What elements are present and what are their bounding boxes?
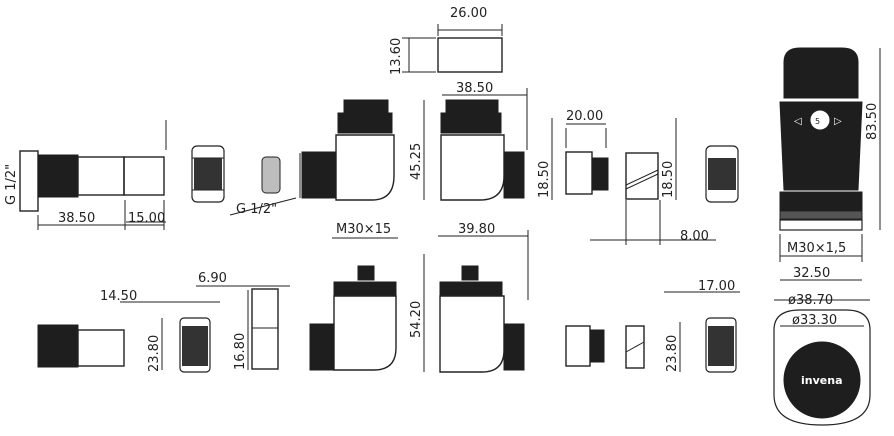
elbow-valve-top-left xyxy=(301,99,395,201)
cylinder-small xyxy=(261,156,281,194)
dim-cap-height: 13.60 xyxy=(389,38,404,75)
tube-left xyxy=(37,324,125,368)
thread-label-left: G 1/2" xyxy=(4,164,19,205)
dim-elbow-width-top: 38.50 xyxy=(456,81,493,96)
dim-plate-height: 16.80 xyxy=(233,333,248,370)
elbow-valve-bottom-left xyxy=(309,265,397,371)
hex-nut-bottom xyxy=(120,301,220,373)
dim-ring-height: 18.50 xyxy=(661,161,676,198)
dim-nut2-height: 23.80 xyxy=(147,335,162,372)
dim-nut-height: 18.50 xyxy=(537,161,552,198)
dim-nut3-width: 17.00 xyxy=(698,279,735,294)
split-ring-bottom xyxy=(625,325,645,369)
elbow-valve-top-right xyxy=(440,99,525,201)
thread-label-center: G 1/2" xyxy=(236,202,277,217)
dim-elbow-height-top: 45.25 xyxy=(409,143,424,180)
dim-elbow-width-bottom: 39.80 xyxy=(458,222,495,237)
hex-nut-right xyxy=(705,145,739,203)
arrow-left-icon: ◁ xyxy=(794,116,802,127)
dim-cap-width: 26.00 xyxy=(450,6,487,21)
split-ring xyxy=(590,118,716,245)
dim-nut-width: 20.00 xyxy=(566,109,603,124)
hex-nut-top xyxy=(191,145,225,203)
head-cap-front xyxy=(773,299,871,426)
arrow-right-icon: ▷ xyxy=(834,116,842,127)
elbow-valve-bottom-right xyxy=(439,265,525,373)
thermostatic-head: 5 ◁ ▷ xyxy=(779,47,881,281)
dim-elbow-height-bottom: 54.20 xyxy=(409,301,424,338)
union-nut xyxy=(565,123,609,195)
dim-plate-width: 6.90 xyxy=(198,271,227,286)
dim-straight-length: 38.50 xyxy=(58,211,95,226)
straight-fitting-left xyxy=(19,150,165,230)
dim-thread-m30x15: M30×15 xyxy=(336,222,391,237)
dim-straight-offset: 15.00 xyxy=(128,211,165,226)
scale-digit: 5 xyxy=(815,117,820,126)
cap-block xyxy=(402,24,503,73)
dim-cap-outer-dia: ø38.70 xyxy=(788,293,833,308)
hex-nut-bottom-right xyxy=(664,291,740,373)
plate-part xyxy=(196,285,290,370)
dim-thread-small: M30×1,5 xyxy=(787,241,846,256)
dim-head-width: 32.50 xyxy=(793,266,830,281)
dim-nut3-height: 23.80 xyxy=(665,335,680,372)
dim-tube-length: 14.50 xyxy=(100,289,137,304)
dim-head-height: 83.50 xyxy=(865,103,880,140)
dim-ring-offset: 8.00 xyxy=(680,229,709,244)
dim-cap-inner-dia: ø33.30 xyxy=(792,313,837,328)
union-nut-bottom xyxy=(565,325,605,367)
brand-logo: invena xyxy=(801,374,843,387)
